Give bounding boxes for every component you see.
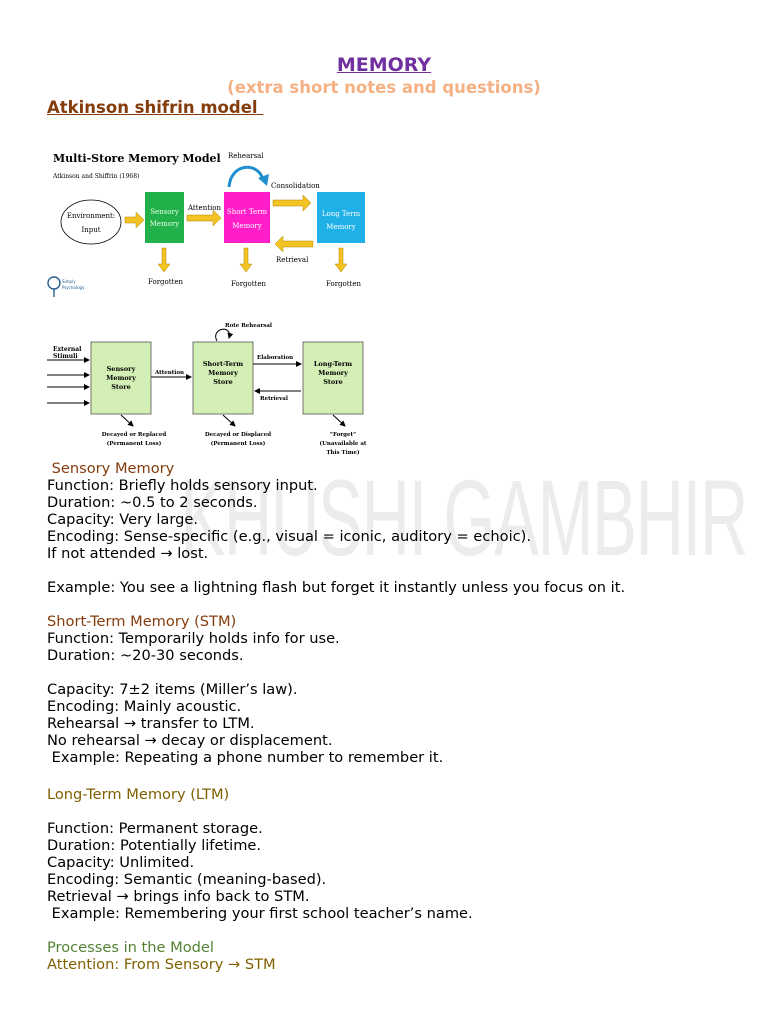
sensory-heading: Sensory Memory (47, 460, 175, 477)
stm-line: Rehearsal → transfer to LTM. (47, 715, 255, 732)
stm-box-label-1: Short Term (227, 208, 268, 216)
fig2-stm-label-2: Memory (208, 369, 238, 377)
fig2-stm-label-1: Short-Term (203, 360, 243, 368)
sensory-box-label-1: Sensory (150, 208, 179, 216)
stm-box (224, 192, 270, 243)
fig2-forget-2: (Unavailable at (320, 440, 367, 447)
ltm-box-label-1: Long Term (322, 210, 361, 218)
arrow-sensory-forgotten (157, 247, 171, 273)
environment-label-1: Environment: (67, 212, 115, 220)
rehearsal-loop-arrowhead (258, 174, 269, 186)
fig2-sensory-label-3: Store (111, 383, 131, 391)
fig2-sensory-label-2: Memory (106, 374, 136, 382)
fig2-decayed-displaced-1: Decayed or Displaced (205, 432, 271, 438)
external-stimuli-label-2: Stimuli (53, 353, 78, 360)
environment-ellipse (60, 199, 122, 245)
fig2-decayed-displaced-2: (Permanent Loss) (211, 440, 266, 447)
arrow-stm-forgotten (239, 247, 253, 273)
ltm-line: Encoding: Semantic (meaning-based). (47, 871, 327, 888)
sensory-box (145, 192, 184, 243)
retrieval-label: Retrieval (276, 256, 309, 264)
sensory-line: Duration: ~0.5 to 2 seconds. (47, 494, 258, 511)
sensory-line: If not attended → lost. (47, 545, 209, 562)
ltm-line: Capacity: Unlimited. (47, 854, 195, 871)
fig2-ltm-label-1: Long-Term (314, 360, 352, 368)
environment-label-2: Input (81, 226, 100, 234)
stm-box-label-2: Memory (232, 222, 262, 230)
memory-store-flow-figure: External Stimuli Sensory Memory Store At… (47, 323, 367, 456)
forgotten-label-stm: Forgotten (231, 280, 266, 288)
fig2-stm-box (192, 341, 254, 415)
consolidation-label: Consolidation (271, 182, 320, 190)
page-subtitle: (extra short notes and questions) (227, 78, 541, 97)
rote-rehearsal-loop (215, 328, 234, 342)
fig2-decayed-replaced-2: (Permanent Loss) (107, 440, 162, 447)
fig2-sensory-box (90, 341, 152, 415)
stm-line: Duration: ~20-30 seconds. (47, 647, 244, 664)
fig2-stm-label-3: Store (213, 378, 233, 386)
stm-heading: Short-Term Memory (STM) (47, 613, 237, 630)
sensory-box-label-2: Memory (150, 220, 180, 228)
model-heading: Atkinson shifrin model (47, 98, 264, 117)
logo-text-1: Simply (62, 279, 76, 284)
stm-example: Example: Repeating a phone number to rem… (47, 749, 444, 766)
fig2-ltm-label-3: Store (323, 378, 343, 386)
multi-store-model-figure: Multi-Store Memory Model Atkinson and Sh… (45, 140, 370, 302)
external-stimuli-label-1: External (53, 346, 82, 353)
processes-heading: Processes in the Model (47, 939, 214, 956)
fig2-ltm-label-2: Memory (318, 369, 348, 377)
stm-line: Encoding: Mainly acoustic. (47, 698, 242, 715)
stm-line: Function: Temporarily holds info for use… (47, 630, 340, 647)
arrow-env-sensory (124, 211, 145, 229)
sensory-line: Function: Briefly holds sensory input. (47, 477, 318, 494)
arrow-ltm-stm (274, 235, 314, 253)
attention-label: Attention (187, 204, 221, 212)
sensory-example: Example: You see a lightning flash but f… (47, 579, 626, 596)
stm-line: Capacity: 7±2 items (Miller’s law). (47, 681, 298, 698)
ltm-heading: Long-Term Memory (LTM) (47, 786, 230, 803)
ltm-example: Example: Remembering your first school t… (47, 905, 473, 922)
arrow-stm-ltm (272, 194, 312, 212)
logo-text-2: Psychology (62, 285, 85, 290)
fig2-forget-3: This Time) (326, 449, 360, 456)
fig2-rote-label: Rote Rehearsal (225, 323, 272, 329)
ltm-box (317, 192, 365, 243)
arrow-ltm-forgotten (334, 247, 348, 273)
ltm-line: Function: Permanent storage. (47, 820, 263, 837)
fig2-retrieval-label: Retrieval (260, 396, 288, 402)
processes-line: Attention: From Sensory → STM (47, 956, 276, 973)
fig2-forget-1: “Forget” (330, 431, 356, 438)
fig2-decayed-replaced-1: Decayed or Replaced (102, 432, 167, 438)
fig2-ltm-box (302, 341, 364, 415)
simply-psychology-logo: Simply Psychology (47, 276, 85, 297)
forgotten-label-ltm: Forgotten (326, 280, 361, 288)
rehearsal-label: Rehearsal (228, 152, 264, 160)
watermark: KHUSHI GAMBHIR (180, 457, 748, 578)
rehearsal-loop-arrow (227, 165, 265, 188)
fig1-subtitle: Atkinson and Shiffrin (1968) (52, 173, 139, 180)
fig2-elaboration-label: Elaboration (257, 355, 293, 361)
fig1-title: Multi-Store Memory Model (53, 152, 221, 165)
sensory-line: Capacity: Very large. (47, 511, 198, 528)
ltm-line: Duration: Potentially lifetime. (47, 837, 262, 854)
fig2-attention-label: Attention (154, 370, 184, 376)
stm-line: No rehearsal → decay or displacement. (47, 732, 333, 749)
forgotten-label-sensory: Forgotten (148, 278, 183, 286)
ltm-box-label-2: Memory (326, 223, 356, 231)
arrow-sensory-stm (186, 209, 222, 227)
page-title: MEMORY (336, 54, 432, 76)
sensory-line: Encoding: Sense-specific (e.g., visual =… (47, 528, 531, 545)
fig2-sensory-label-1: Sensory (107, 365, 136, 373)
ltm-line: Retrieval → brings info back to STM. (47, 888, 310, 905)
